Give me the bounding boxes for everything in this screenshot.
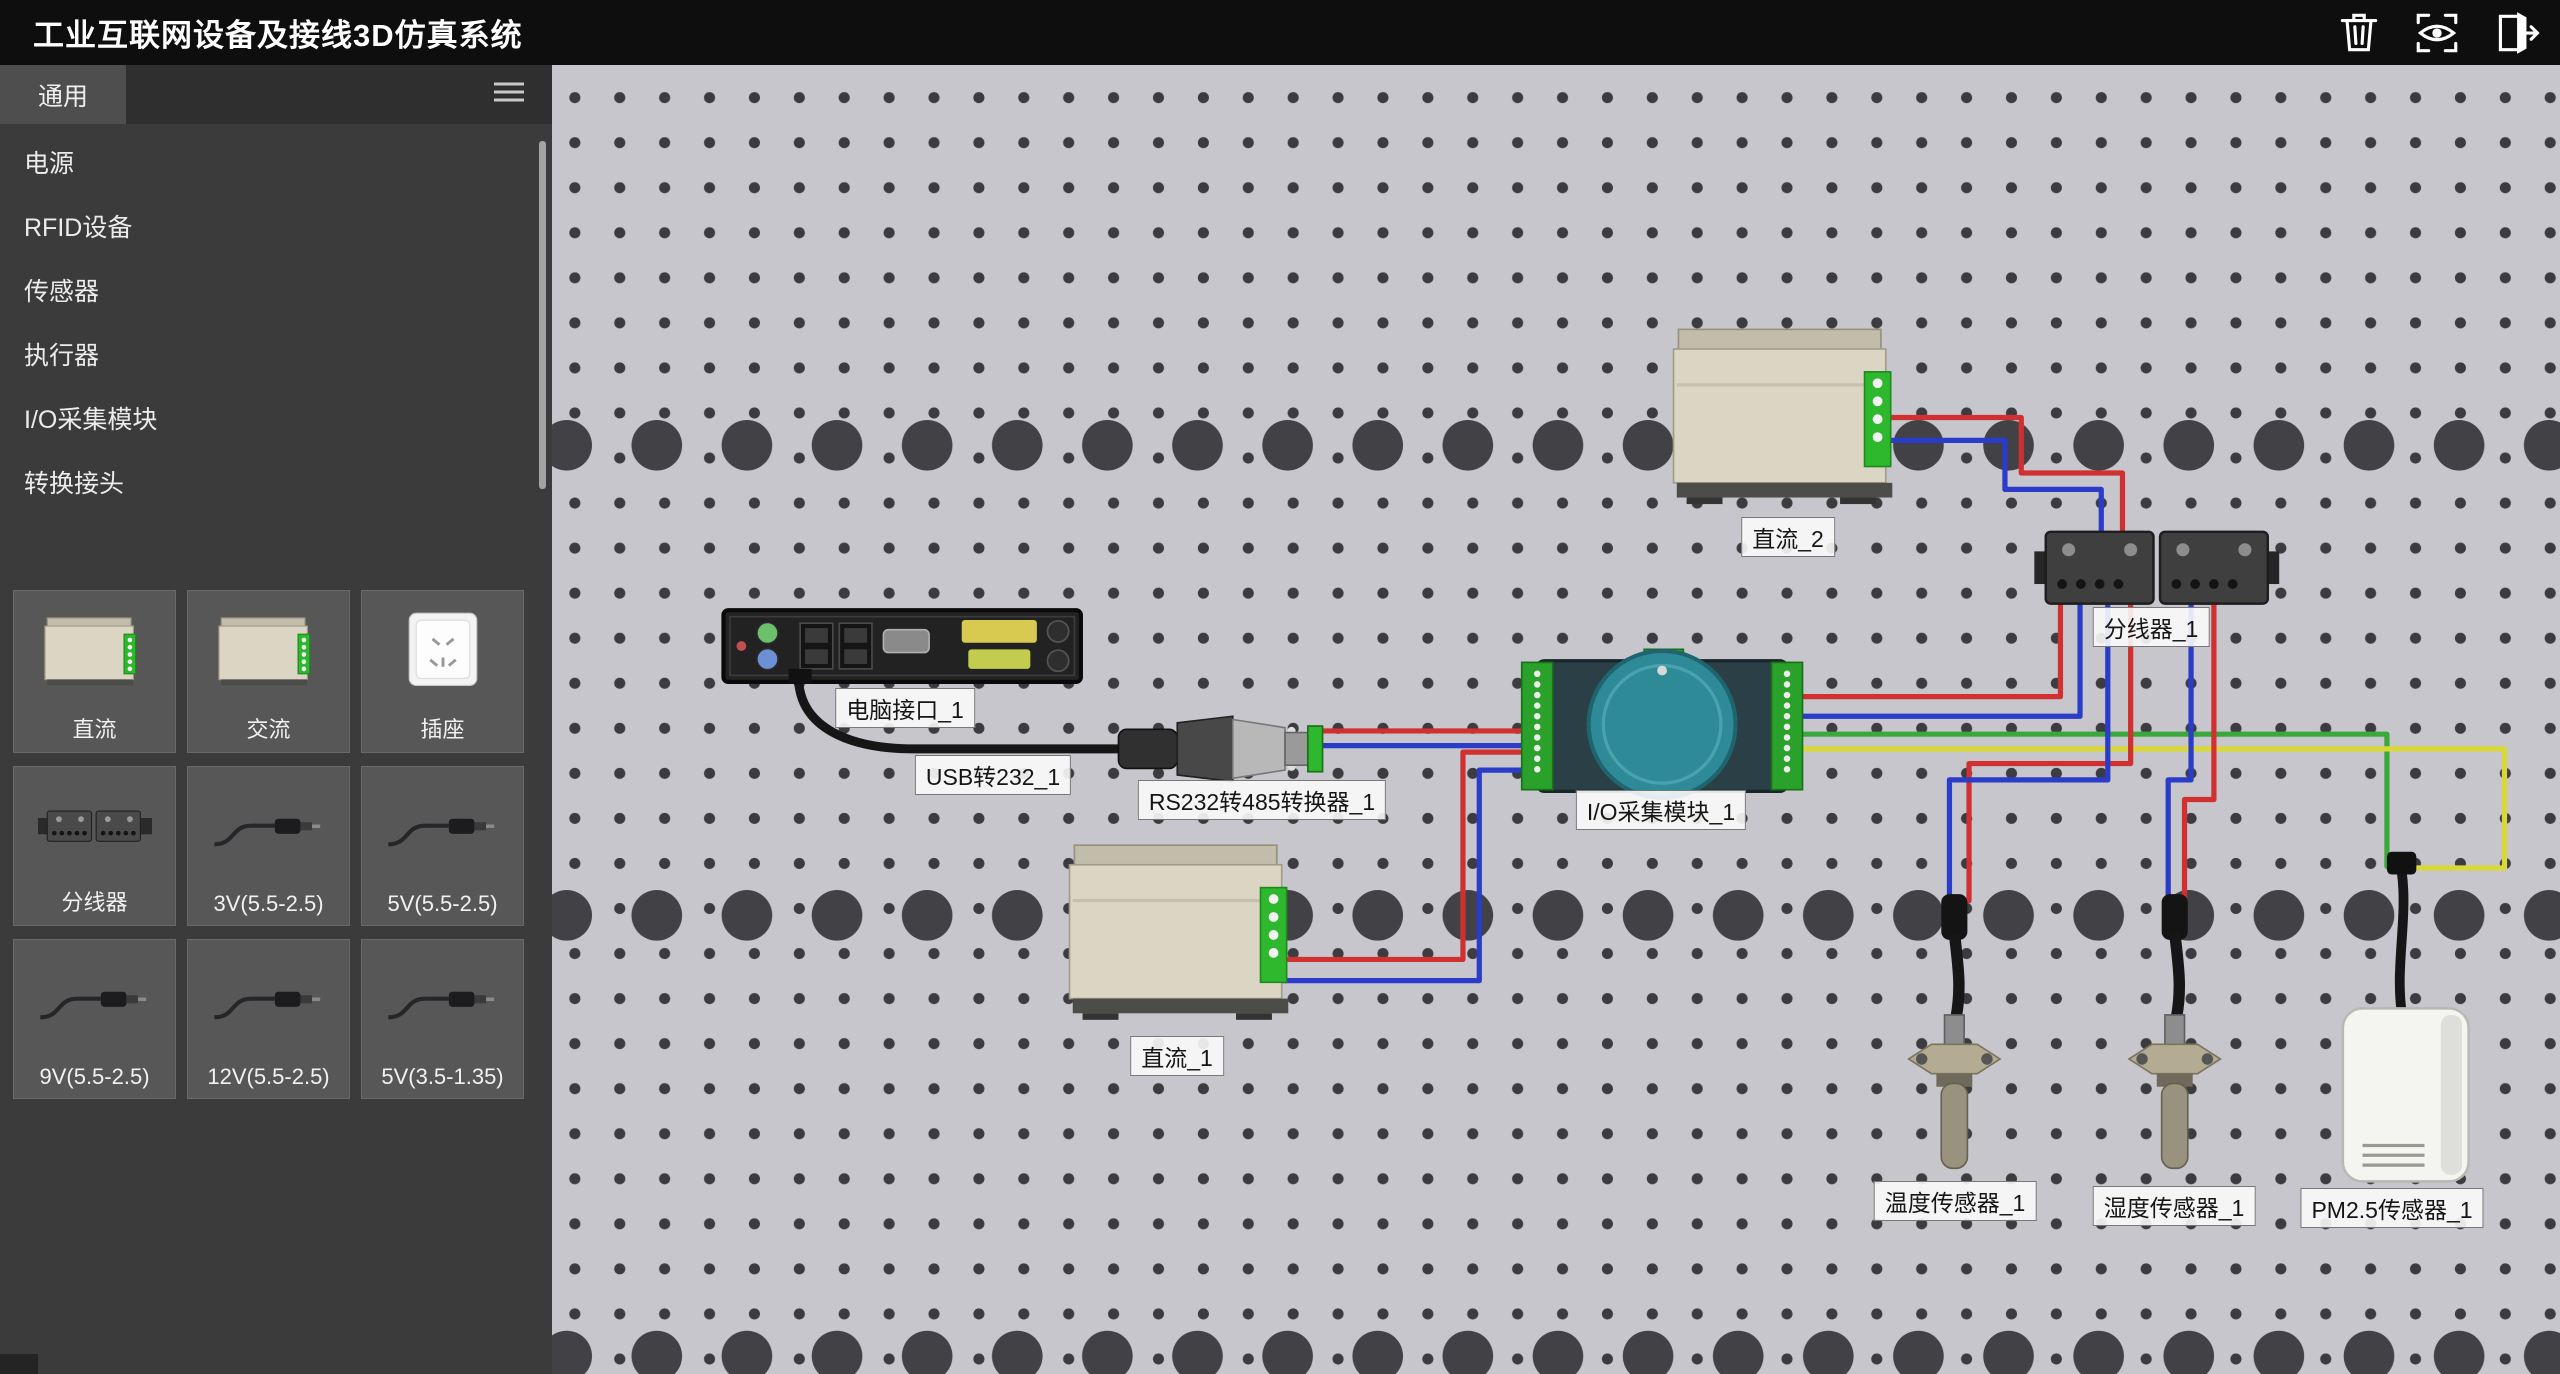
- wire-dc2-splitter-blue[interactable]: [1878, 437, 2104, 541]
- category-list: 电源 RFID设备 传感器 执行器 I/O采集模块 转换接头: [0, 124, 552, 516]
- menu-button[interactable]: [492, 79, 526, 110]
- device-pc-interface-1[interactable]: [721, 608, 1083, 685]
- cable-pm25[interactable]: [2394, 870, 2409, 1013]
- topbar-icons: [2330, 5, 2544, 61]
- wire-splitter-temp-blue[interactable]: [1946, 597, 2111, 904]
- component-palette: 直流 交流 插座 分线器 3V(5.5-2.5) 5V(5.5-2.5): [13, 590, 524, 1099]
- plug-icon: [379, 767, 507, 889]
- tile-label: 12V(5.5-2.5): [207, 1064, 330, 1089]
- sidebar-tab-row: 通用: [0, 65, 552, 124]
- wire-io-pm25-yellow[interactable]: [1796, 746, 2508, 871]
- wire-dc1-io-blue[interactable]: [1277, 767, 1533, 984]
- pm25-cable-connector: [2386, 851, 2417, 875]
- category-sensor[interactable]: 传感器: [24, 278, 100, 306]
- device-label-usb232: USB转232_1: [914, 755, 1072, 795]
- hamburger-icon: [494, 82, 524, 102]
- delete-button[interactable]: [2330, 5, 2388, 61]
- tile-ac-power[interactable]: 交流: [187, 590, 350, 753]
- device-label-splitter1: 分线器_1: [2092, 607, 2210, 647]
- device-pm25-sensor-1[interactable]: [2341, 1007, 2470, 1183]
- wire-dc1-io-red[interactable]: [1277, 749, 1533, 963]
- ac-power-icon: [205, 591, 333, 710]
- app-title: 工业互联网设备及接线3D仿真系统: [33, 18, 523, 53]
- exit-button[interactable]: [2486, 5, 2544, 61]
- device-splitter-1[interactable]: [2034, 530, 2280, 605]
- exit-icon: [2498, 11, 2540, 54]
- device-label-dc2: 直流_2: [1741, 517, 1835, 557]
- topbar: 工业互联网设备及接线3D仿真系统: [0, 0, 2560, 65]
- device-label-rs232: RS232转485转换器_1: [1137, 780, 1387, 820]
- tile-plug-5v[interactable]: 5V(5.5-2.5): [361, 766, 524, 926]
- tile-label: 5V(5.5-2.5): [387, 891, 498, 916]
- device-label-humid: 湿度传感器_1: [2092, 1186, 2256, 1226]
- tile-plug-5v-small[interactable]: 5V(3.5-1.35): [361, 939, 524, 1099]
- tile-label: 3V(5.5-2.5): [213, 891, 324, 916]
- device-label-temp: 温度传感器_1: [1873, 1181, 2037, 1221]
- tile-label: 插座: [420, 717, 465, 742]
- cable-usb-to-232[interactable]: [794, 678, 1121, 754]
- plug-icon: [31, 940, 159, 1062]
- category-actuator[interactable]: 执行器: [24, 342, 100, 370]
- workspace-canvas[interactable]: 直流_2 分线器_1 电脑接口_1 USB转232_1 RS232转485转换器…: [552, 65, 2560, 1374]
- socket-icon: [379, 591, 507, 710]
- tile-socket[interactable]: 插座: [361, 590, 524, 753]
- plug-icon: [205, 767, 333, 889]
- device-label-dc1: 直流_1: [1130, 1036, 1224, 1076]
- wire-splitter-humid-blue[interactable]: [2165, 597, 2194, 904]
- tile-plug-9v[interactable]: 9V(5.5-2.5): [13, 939, 176, 1099]
- category-power[interactable]: 电源: [24, 150, 75, 178]
- tab-general[interactable]: 通用: [0, 65, 126, 124]
- device-dc-power-1[interactable]: [1070, 845, 1289, 1020]
- splitter-icon: [31, 767, 159, 883]
- tile-plug-3v[interactable]: 3V(5.5-2.5): [187, 766, 350, 926]
- category-adapter[interactable]: 转换接头: [24, 470, 125, 498]
- tile-label: 5V(3.5-1.35): [381, 1064, 504, 1089]
- category-rfid[interactable]: RFID设备: [24, 214, 133, 242]
- view-button[interactable]: [2408, 5, 2466, 61]
- plug-icon: [205, 940, 333, 1062]
- tile-label: 分线器: [61, 890, 128, 915]
- dc-power-icon: [31, 591, 159, 710]
- wire-splitter-temp-red[interactable]: [1966, 597, 2134, 904]
- device-label-pc: 电脑接口_1: [835, 688, 975, 728]
- device-dc-power-2[interactable]: [1674, 329, 1893, 504]
- trash-icon: [2340, 13, 2378, 51]
- tile-label: 交流: [246, 717, 291, 742]
- component-sidebar: 通用 电源 RFID设备 传感器 执行器 I/O采集模块 转换接头: [0, 65, 552, 1374]
- device-label-io: I/O采集模块_1: [1575, 790, 1747, 830]
- wire-io-splitter-blue[interactable]: [1796, 597, 2083, 719]
- sidebar-scrollbar[interactable]: [539, 141, 546, 489]
- wire-io-splitter-red[interactable]: [1796, 597, 2064, 700]
- plug-icon: [379, 940, 507, 1062]
- wire-splitter-humid-red[interactable]: [2181, 597, 2217, 904]
- tile-plug-12v[interactable]: 12V(5.5-2.5): [187, 939, 350, 1099]
- eye-icon: [2416, 13, 2458, 52]
- tile-dc-power[interactable]: 直流: [13, 590, 176, 753]
- category-io-module[interactable]: I/O采集模块: [24, 406, 158, 434]
- device-label-pm25: PM2.5传感器_1: [2300, 1188, 2484, 1228]
- device-io-module-1[interactable]: [1520, 648, 1804, 800]
- tile-label: 9V(5.5-2.5): [39, 1064, 150, 1089]
- sidebar-corner-tab: [0, 1354, 38, 1374]
- tile-splitter[interactable]: 分线器: [13, 766, 176, 926]
- tile-label: 直流: [72, 717, 117, 742]
- wire-dc2-splitter-red[interactable]: [1878, 414, 2126, 541]
